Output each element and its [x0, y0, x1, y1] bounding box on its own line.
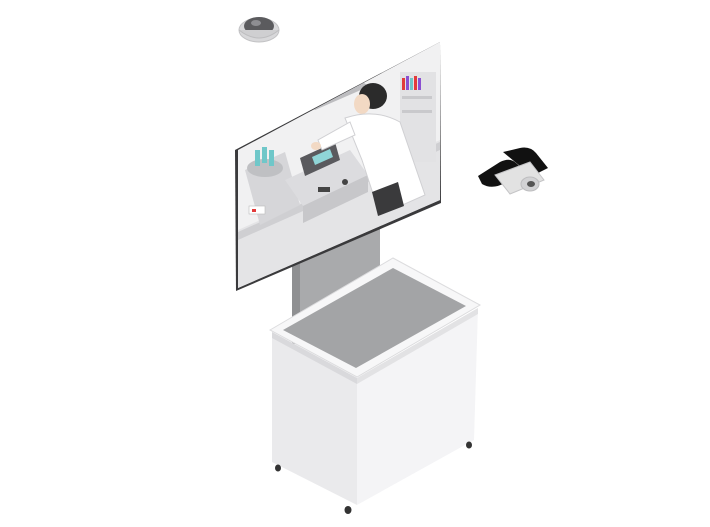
scientist-figure — [311, 83, 426, 216]
cabinet-foot — [466, 441, 472, 449]
security-camera-icon — [478, 147, 548, 195]
dome-camera-icon — [238, 17, 280, 43]
lab-device — [285, 142, 368, 223]
cabinet-foot — [275, 464, 281, 472]
cabinet-foot — [344, 506, 352, 514]
kiosk-cabinet — [268, 257, 482, 514]
lab-instrument — [245, 147, 300, 225]
